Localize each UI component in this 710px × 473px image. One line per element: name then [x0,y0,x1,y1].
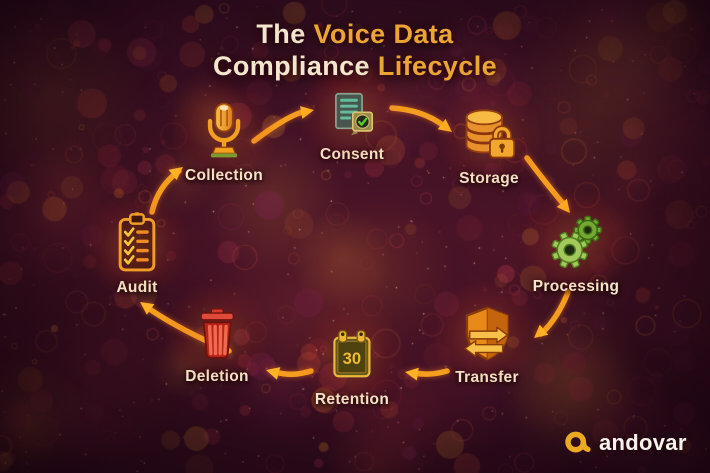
calendar-icon: 30 [295,301,408,413]
stage-consent: Consent [295,60,408,173]
andovar-logo: andovar [563,428,687,457]
database-lock-icon [433,81,545,193]
andovar-logo-text: andovar [599,429,687,455]
document-check-icon [295,60,408,173]
arrow-transfer-to-retention [405,367,450,381]
title-line-2: Compliance Lifecycle [0,50,710,82]
title-the: The [256,19,314,49]
title-lifecycle: Lifecycle [377,51,498,81]
stage-retention: 30 Retention [295,301,408,413]
stage-transfer: Transfer [430,279,543,391]
shield-arrows-icon [430,279,543,391]
andovar-logo-icon [565,431,591,453]
clipboard-checklist-icon [81,187,193,299]
stage-storage: Storage [433,81,545,193]
title-compliance: Compliance [212,51,378,81]
page-title: The Voice Data Compliance Lifecycle [0,18,710,82]
retention-days-badge: 30 [343,349,361,368]
stage-deletion: Deletion [160,279,273,391]
stage-collection: Collection [167,75,280,188]
gears-icon [520,187,632,299]
trash-icon [160,279,273,391]
title-voice-data: Voice Data [313,19,454,49]
stage-audit: Audit [81,187,193,299]
microphone-icon [167,75,280,188]
stage-processing: Processing [520,187,632,299]
title-line-1: The Voice Data [0,18,710,50]
